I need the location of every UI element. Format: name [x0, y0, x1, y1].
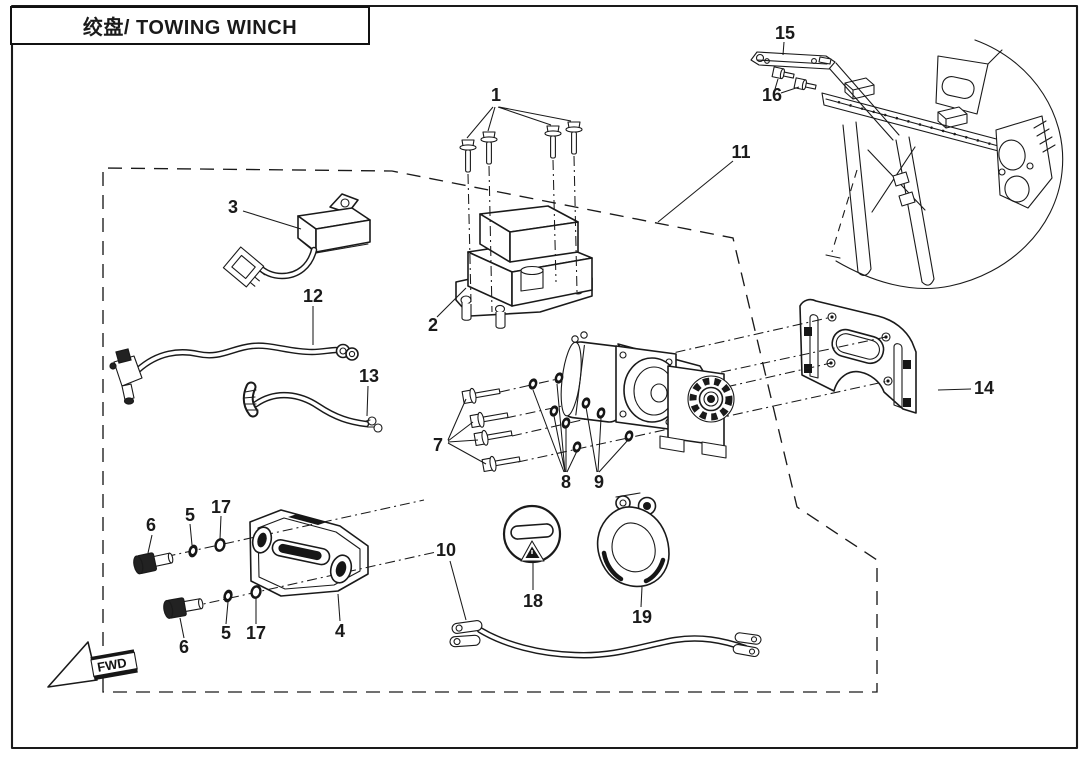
callout-part-14: 14 [973, 378, 995, 398]
callout-part-6-lower: 6 [178, 637, 190, 657]
part-4-openings [251, 526, 353, 584]
part-12-cable [109, 342, 359, 405]
part-16-bolts [771, 66, 817, 91]
callout-part-17-lower: 17 [245, 623, 267, 643]
callout-part-11: 11 [731, 142, 751, 162]
callout-part-9: 9 [593, 472, 605, 492]
part-7-bolts [461, 387, 521, 473]
callout-part-3: 3 [227, 197, 239, 217]
callout-part-8: 8 [560, 472, 572, 492]
part-6-bolts [133, 552, 204, 619]
callout-part-6-upper: 6 [145, 515, 157, 535]
callout-part-15: 15 [774, 23, 796, 43]
part-13-cable [242, 381, 383, 433]
callout-leader-lines [147, 41, 972, 639]
part-15-bracket [750, 51, 836, 70]
callout-part-10: 10 [435, 540, 457, 560]
callout-part-19: 19 [631, 607, 653, 627]
part-14-mount-plate [799, 298, 917, 414]
part-3-switch [222, 193, 371, 288]
callout-part-5-lower: 5 [220, 623, 232, 643]
washers-8-9 [528, 372, 634, 453]
callout-part-7: 7 [432, 435, 444, 455]
page-border [10, 4, 1079, 750]
callout-part-18: 18 [522, 591, 544, 611]
sheet-title-box: 绞盘/ TOWING WINCH [10, 6, 370, 45]
part-19-hook [596, 492, 670, 588]
sheet-title: 绞盘/ TOWING WINCH [82, 17, 298, 39]
fwd-direction-indicator: FWD [47, 641, 138, 688]
callout-part-4: 4 [334, 621, 346, 641]
callout-part-2: 2 [427, 315, 439, 335]
callout-part-1: 1 [490, 85, 502, 105]
callout-part-5-upper: 5 [184, 505, 196, 525]
callout-part-12: 12 [302, 286, 324, 306]
assembly-boundary [102, 167, 878, 693]
callout-part-16: 16 [761, 85, 783, 105]
winch-motor-assembly [560, 331, 735, 459]
callout-part-13: 13 [358, 366, 380, 386]
part-1-axis-lines [467, 155, 578, 313]
part-10-cable [449, 620, 762, 659]
vehicle-frame-sketch [821, 39, 1064, 289]
callout-part-17-upper: 17 [210, 497, 232, 517]
fwd-label: FWD [96, 655, 128, 675]
part-2-control-box [455, 205, 593, 329]
part-5-17-washers [188, 538, 262, 603]
part-1-bolts [459, 121, 583, 173]
part-18-decal [502, 504, 562, 564]
